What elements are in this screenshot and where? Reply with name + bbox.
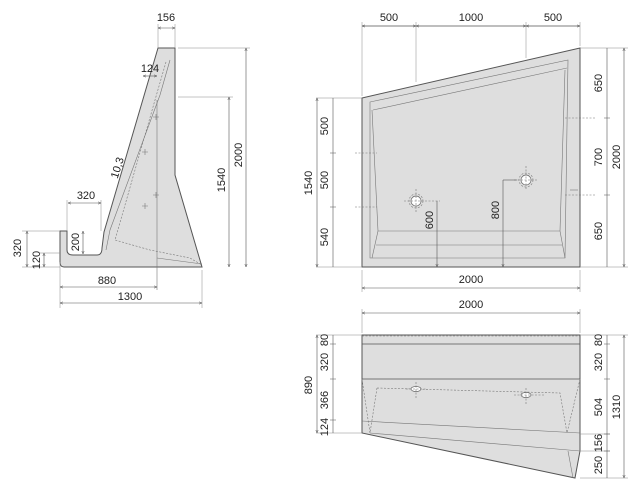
- dim-right-seg-1: 80: [593, 334, 605, 346]
- dim-trough-width: 320: [77, 190, 95, 202]
- dim-left-seg-1: 500: [319, 117, 331, 135]
- dim-lip-height: 320: [12, 239, 24, 257]
- dim-top-width: 156: [157, 12, 175, 24]
- hole-2-top: [514, 388, 544, 404]
- dim-left-seg-3: 540: [319, 228, 331, 246]
- dim-height-total: 2000: [233, 143, 245, 167]
- dim-right-total: 2000: [611, 145, 623, 169]
- front-view: 500 1000 500 2000 1540 500 500 540 650 7…: [303, 12, 628, 292]
- dim-right-seg-2: 700: [593, 148, 605, 166]
- dim-left-seg-1: 80: [319, 334, 331, 346]
- dim-left-seg-4: 124: [319, 418, 331, 436]
- dim-top-seg-3: 500: [544, 12, 562, 24]
- dim-right-seg-3: 504: [593, 398, 605, 416]
- dim-right-seg-5: 250: [593, 456, 605, 474]
- hole-2: [514, 166, 538, 190]
- dim-right-seg-4: 156: [593, 434, 605, 452]
- dim-left-total: 890: [303, 376, 315, 394]
- dim-right-total: 1310: [611, 395, 623, 419]
- hole-1-top: [406, 382, 426, 398]
- dim-left-total: 1540: [303, 171, 315, 195]
- dim-left-seg-2: 500: [319, 171, 331, 189]
- side-view: 156 124 10,3 2000 1540 320 200 320 120 8…: [12, 12, 250, 308]
- dim-right-seg-3: 650: [593, 222, 605, 240]
- dim-left-seg-3: 366: [319, 391, 331, 409]
- hole-1: [404, 189, 440, 213]
- dim-height-back: 1540: [216, 168, 228, 192]
- dim-depth-total: 1300: [118, 291, 142, 303]
- dim-hole-2-height: 800: [490, 201, 502, 219]
- dim-base-height: 120: [31, 251, 43, 269]
- top-view: 2000 890 80 320 366 124 80 320 504 156 2…: [303, 299, 628, 478]
- top-outline: [361, 334, 581, 479]
- side-profile: [59, 47, 203, 268]
- dim-top-width: 2000: [459, 299, 483, 311]
- dim-right-seg-1: 650: [593, 74, 605, 92]
- dim-inner-top: 124: [141, 63, 159, 75]
- dim-depth-center: 880: [98, 275, 116, 287]
- dim-top-seg-2: 1000: [459, 12, 483, 24]
- dim-right-seg-2: 320: [593, 353, 605, 371]
- dim-left-seg-2: 320: [319, 353, 331, 371]
- dim-trough-depth: 200: [70, 233, 82, 251]
- dim-hole-1-height: 600: [424, 211, 436, 229]
- dim-top-seg-1: 500: [380, 12, 398, 24]
- dim-width: 2000: [459, 274, 483, 286]
